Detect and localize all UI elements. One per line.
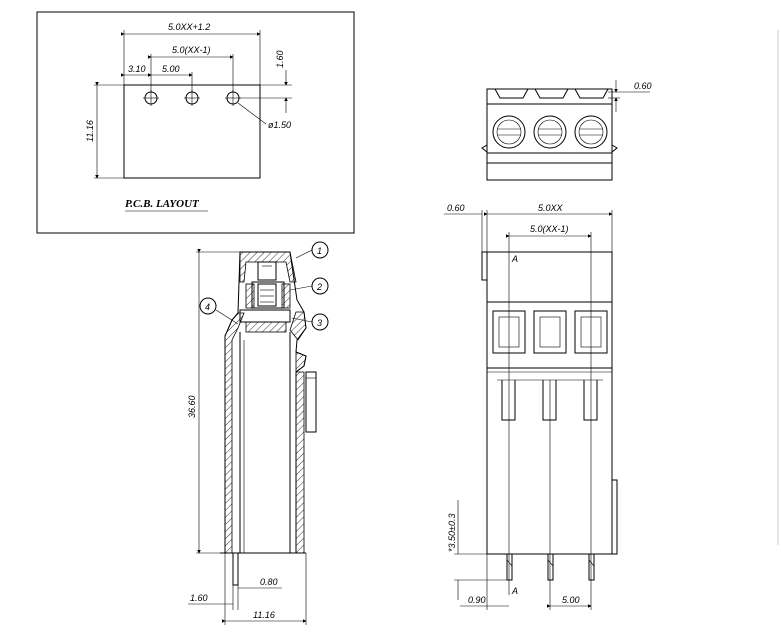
pcb-dim-top-offset: 1.60 [275,50,285,68]
pcb-dim-hole: ø1.50 [268,120,291,130]
side-dim-depth: 11.16 [253,610,275,620]
front-dim-left-offset: 0.60 [447,203,465,213]
pcb-dim-pitch-span: 5.0(XX-1) [172,45,211,55]
callout-4-label: 4 [205,302,210,312]
front-dim-pitch: 5.00 [562,595,580,605]
side-dim-pin-offset: 1.60 [190,593,208,603]
front-dim-total-width: 5.0XX [538,203,564,213]
callout-4 [199,297,217,315]
callout-1 [311,241,329,259]
top-dim-latch: 0.60 [634,81,652,91]
side-view: 36.60 0.80 1.60 11.16 1 2 3 4 [187,241,329,625]
callout-2 [311,277,329,295]
callout-1-label: 1 [317,246,322,256]
section-mark-bottom: A [511,586,518,596]
callout-2-label: 2 [316,282,322,292]
pcb-dim-height: 11.16 [85,120,95,142]
pcb-layout-frame [36,11,355,234]
top-view: 0.60 [481,80,652,181]
side-dim-pin-width: 0.80 [260,577,278,587]
front-view: 0.60 5.0XX 5.0(XX-1) A A *3.50±0.3 0.90 … [444,203,618,610]
pcb-dim-pitch: 5.00 [162,64,180,74]
front-dim-pitch-span: 5.0(XX-1) [530,224,569,234]
pcb-layout-panel: 5.0XX+1.2 5.0(XX-1) 3.10 5.00 1.60 11.16… [36,11,355,234]
front-dim-pin-offset: 0.90 [468,595,486,605]
side-dim-height: 36.60 [187,395,197,418]
pcb-layout-title: P.C.B. LAYOUT [125,198,200,210]
pcb-dim-edge-offset: 3.10 [128,64,146,74]
front-dim-pin-length: *3.50±0.3 [447,514,457,552]
callout-3-label: 3 [317,318,322,328]
callout-3 [311,313,329,331]
section-mark-top: A [511,254,518,264]
pcb-dim-total-width: 5.0XX+1.2 [168,22,210,32]
